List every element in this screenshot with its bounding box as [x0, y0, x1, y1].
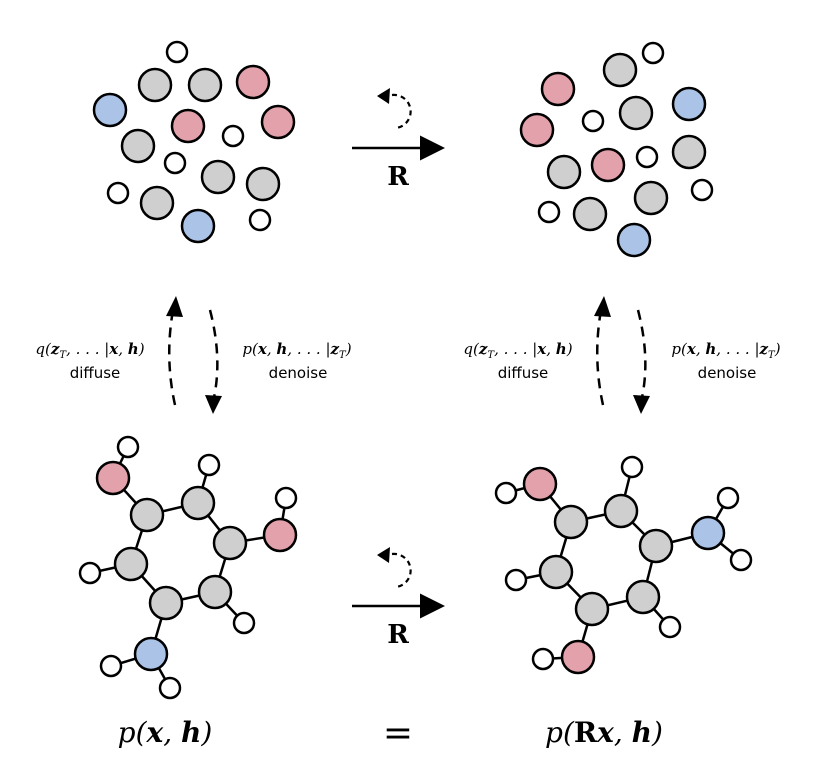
atom-nitrogen	[690, 515, 726, 551]
denoise-arrowhead-icon	[633, 395, 650, 414]
atom-carbon	[120, 128, 156, 164]
atom-carbon	[625, 579, 661, 615]
rotation-arrow-icon	[391, 93, 412, 130]
atom-oxygen	[519, 112, 555, 148]
top-rotation: R	[352, 88, 445, 192]
atom-hydrogen	[641, 41, 665, 65]
denoise-arrow-icon	[636, 309, 647, 403]
molecule-original	[78, 435, 298, 700]
atom-carbon	[245, 166, 281, 202]
atom-hydrogen	[248, 208, 272, 232]
diffuse-arrow-icon	[167, 304, 177, 406]
atom-carbon	[139, 185, 175, 221]
atom-carbon	[574, 591, 610, 627]
atom-hydrogen	[504, 568, 528, 592]
atom-carbon	[603, 493, 639, 529]
atom-carbon	[180, 485, 216, 521]
left-process: q(zT, . . . |x, h) diffuse p(x, h, . . .…	[35, 296, 352, 414]
diffuse-formula: q(zT, . . . |x, h)	[35, 340, 144, 361]
molecule-rotated	[494, 455, 753, 675]
atom-hydrogen	[232, 611, 256, 635]
denoise-arrow-icon	[208, 309, 219, 403]
atom-hydrogen	[658, 615, 682, 639]
atom-carbon	[633, 180, 669, 216]
diffuse-arrow-icon	[595, 304, 605, 406]
atom-carbon	[671, 134, 707, 170]
denoise-label: denoise	[698, 364, 757, 382]
rotation-arrowhead-icon	[377, 547, 390, 563]
atom-carbon	[197, 574, 233, 610]
atom-carbon	[638, 528, 674, 564]
atom-hydrogen	[163, 151, 187, 175]
diffuse-label: diffuse	[70, 364, 121, 382]
atom-nitrogen	[92, 92, 128, 128]
atom-carbon	[546, 154, 582, 190]
atom-carbon	[602, 52, 638, 88]
atom-oxygen	[522, 466, 558, 502]
atom-oxygen	[560, 639, 596, 675]
atom-oxygen	[260, 104, 296, 140]
atom-carbon	[538, 554, 574, 590]
atom-carbon	[212, 525, 248, 561]
atom-hydrogen	[537, 200, 561, 224]
transform-label: R	[387, 620, 409, 650]
atom-hydrogen	[531, 647, 555, 671]
transform-label: R	[387, 162, 409, 192]
atom-carbon	[113, 546, 149, 582]
bottom-rotation: R	[352, 547, 445, 650]
atom-oxygen	[590, 147, 626, 183]
noisy-cloud-rotated	[519, 41, 714, 258]
atom-hydrogen	[635, 145, 659, 169]
atom-carbon	[148, 585, 184, 621]
atom-oxygen	[235, 64, 271, 100]
noisy-cloud-original	[92, 40, 296, 244]
atom-nitrogen	[180, 208, 216, 244]
diffuse-arrowhead-icon	[594, 296, 611, 317]
diffuse-label: diffuse	[498, 364, 549, 382]
atom-carbon	[553, 504, 589, 540]
denoise-formula: p(x, h, . . . |zT)	[671, 340, 780, 361]
atom-hydrogen	[494, 481, 518, 505]
atom-hydrogen	[116, 435, 140, 459]
atom-hydrogen	[274, 486, 298, 510]
atom-hydrogen	[716, 486, 740, 510]
atom-hydrogen	[158, 676, 182, 700]
atom-hydrogen	[221, 124, 245, 148]
atom-hydrogen	[78, 561, 102, 585]
atom-carbon	[618, 95, 654, 131]
atom-nitrogen	[671, 86, 707, 122]
atom-carbon	[200, 159, 236, 195]
atom-carbon	[187, 67, 223, 103]
atom-hydrogen	[197, 453, 221, 477]
denoise-arrowhead-icon	[205, 395, 222, 414]
rotation-arrow-icon	[391, 552, 412, 589]
atom-hydrogen	[99, 654, 123, 678]
atom-hydrogen	[581, 109, 605, 133]
rotation-arrowhead-icon	[377, 88, 390, 104]
right-process: q(zT, . . . |x, h) diffuse p(x, h, . . .…	[463, 296, 781, 414]
left-distribution: p(x, h)	[118, 716, 213, 749]
atom-oxygen	[540, 71, 576, 107]
atom-oxygen	[170, 108, 206, 144]
atom-carbon	[137, 67, 173, 103]
right-distribution: p(Rx, h)	[545, 716, 663, 749]
denoise-label: denoise	[269, 364, 328, 382]
atom-hydrogen	[106, 181, 130, 205]
atom-oxygen	[262, 517, 298, 553]
diffuse-arrowhead-icon	[166, 296, 183, 317]
equivariance-equation: p(x, h) = p(Rx, h)	[118, 713, 663, 754]
diffuse-formula: q(zT, . . . |x, h)	[463, 340, 572, 361]
denoise-formula: p(x, h, . . . |zT)	[242, 340, 351, 361]
atom-carbon	[129, 497, 165, 533]
atom-oxygen	[95, 460, 131, 496]
atom-hydrogen	[729, 548, 753, 572]
atom-hydrogen	[690, 178, 714, 202]
atom-hydrogen	[165, 40, 189, 64]
equals-sign: =	[383, 713, 413, 754]
atom-nitrogen	[133, 636, 169, 672]
atom-hydrogen	[620, 455, 644, 479]
atom-carbon	[572, 196, 608, 232]
atom-nitrogen	[616, 222, 652, 258]
